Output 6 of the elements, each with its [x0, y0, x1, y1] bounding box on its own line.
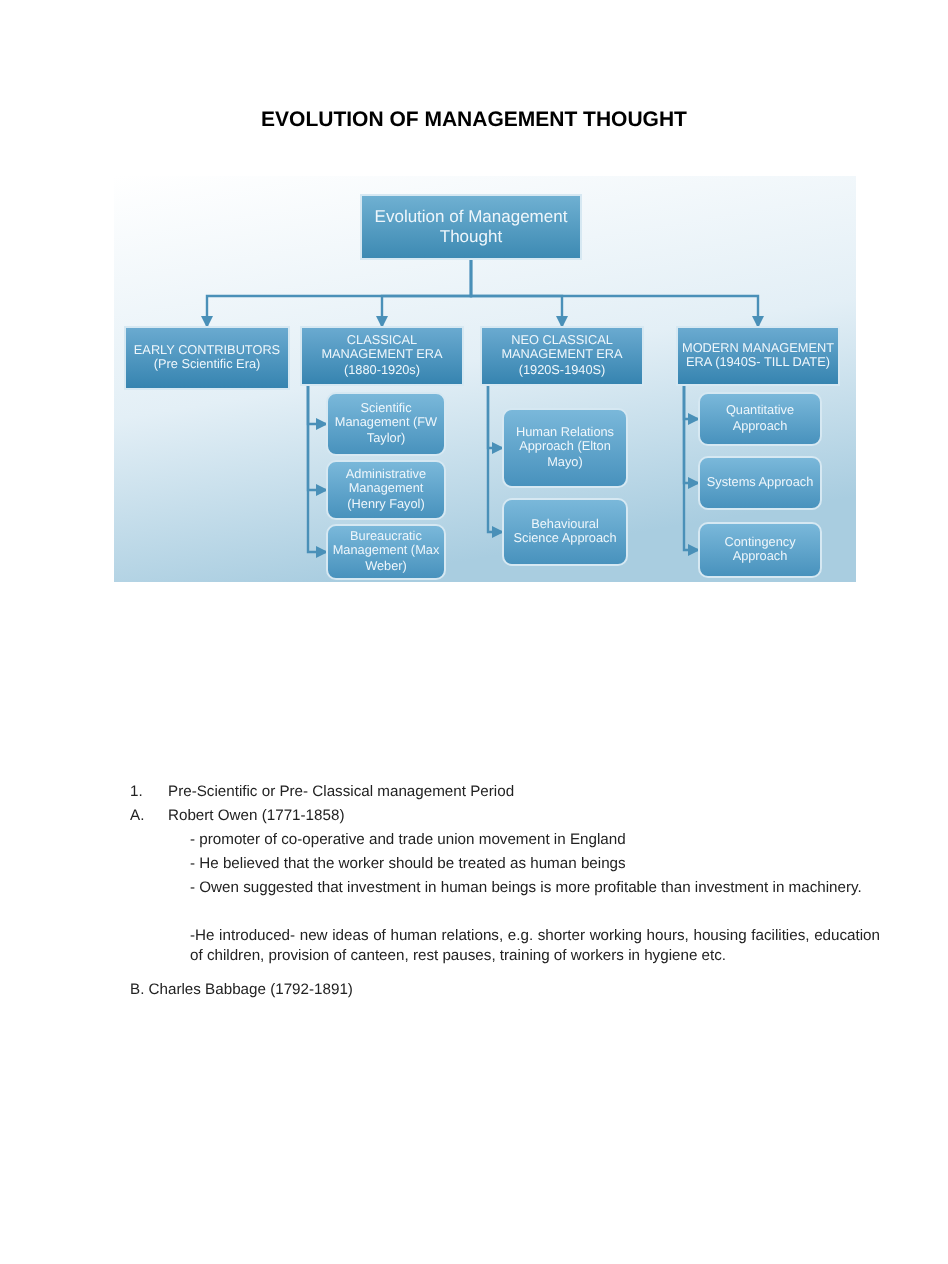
page-title: EVOLUTION OF MANAGEMENT THOUGHT — [259, 108, 689, 132]
arrow — [469, 260, 764, 328]
arrow — [682, 386, 700, 556]
root-box: Evolution of Management Thought — [360, 194, 582, 260]
arrow — [486, 386, 504, 538]
arrow — [306, 386, 328, 558]
